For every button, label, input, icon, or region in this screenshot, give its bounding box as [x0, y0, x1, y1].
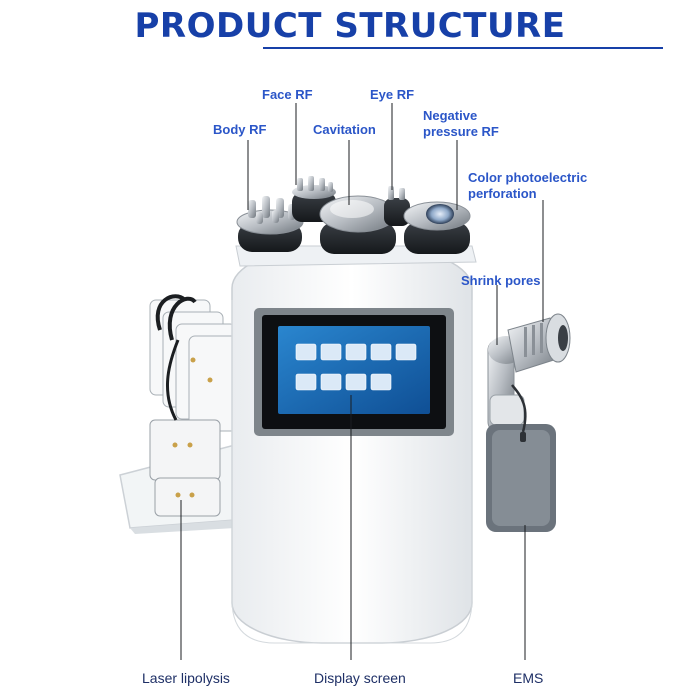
label-shrink-pores: Shrink pores [461, 273, 541, 288]
leader-lines [180, 103, 544, 660]
device-body [231, 245, 477, 644]
label-color-photo-line2: perforation [468, 186, 537, 201]
label-ems: EMS [513, 670, 544, 686]
screen-icons [295, 343, 417, 391]
page-title: PRODUCT STRUCTURE [134, 6, 566, 46]
ems-pad [486, 384, 556, 532]
negative-pressure-rf-handpiece [403, 201, 471, 254]
label-body-rf: Body RF [213, 122, 267, 137]
title-underline [263, 47, 663, 49]
laser-lipolysis-pads [149, 294, 240, 517]
label-eye-rf: Eye RF [370, 87, 415, 102]
label-cavitation: Cavitation [313, 122, 376, 137]
label-negative-line1: Negative [423, 108, 478, 123]
label-display-screen: Display screen [314, 670, 406, 686]
label-color-photo-line1: Color photoelectric [468, 170, 588, 185]
label-negative-line2: pressure RF [423, 124, 499, 139]
label-face-rf: Face RF [262, 87, 313, 102]
cavitation-handpiece [319, 195, 397, 254]
shrink-pores-handpiece [487, 313, 571, 433]
label-laser-lipolysis: Laser lipolysis [142, 670, 230, 686]
body-rf-handpiece [236, 196, 304, 252]
display-screen [254, 308, 454, 436]
